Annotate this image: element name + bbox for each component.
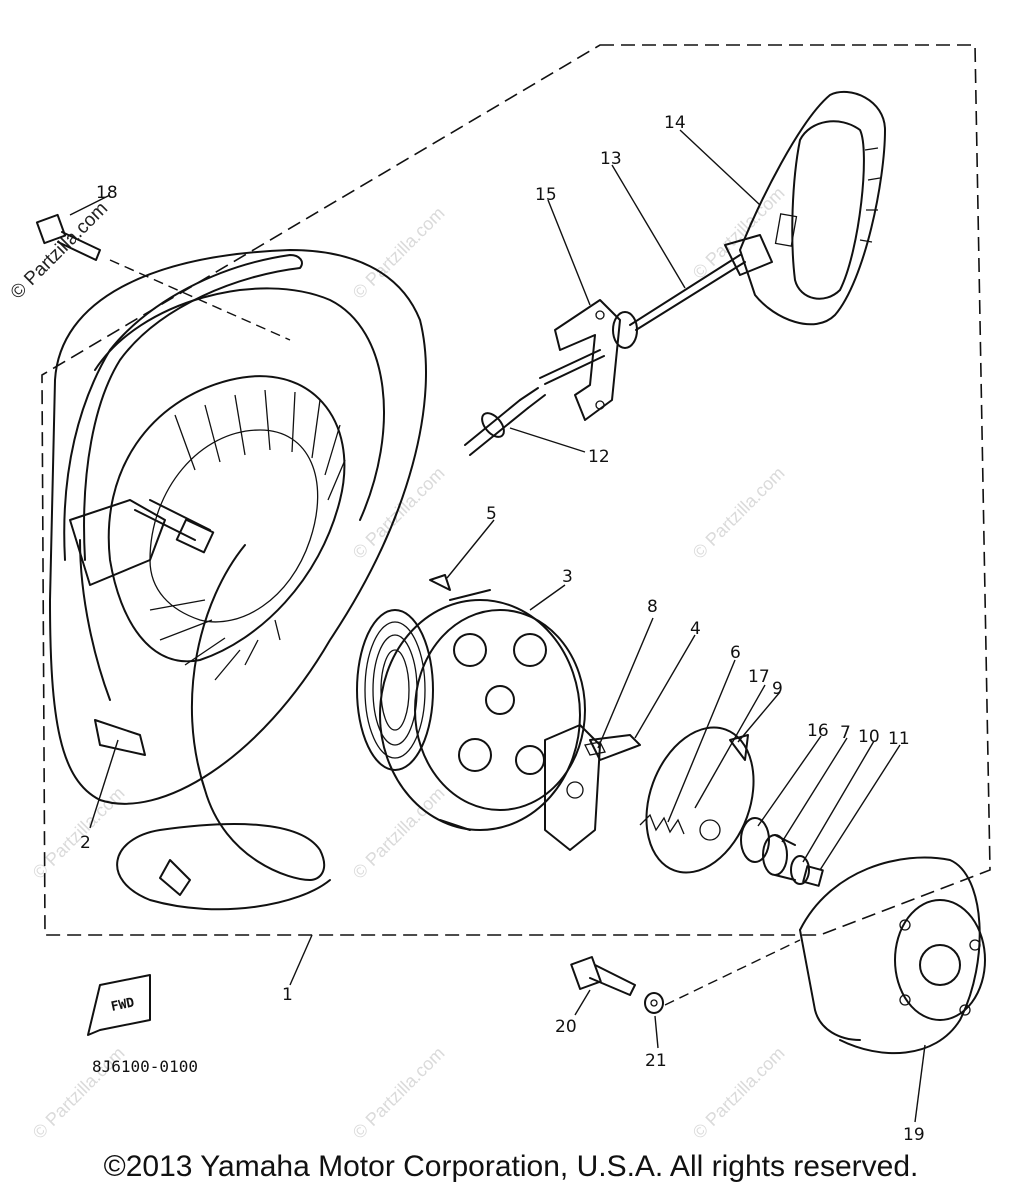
callout-labels: 1 2 3 4 5 6 7 8 9 10 11 12 13 14 15 16 1… (80, 113, 925, 1145)
watermark-main: © Partzilla.com (7, 198, 112, 303)
callout-label: 12 (588, 447, 610, 467)
washer-21 (644, 992, 664, 1014)
callout-label: 14 (664, 113, 686, 133)
fan-housing (49, 249, 427, 805)
watermark-tile: © Partzilla.com (689, 1043, 789, 1143)
spring-6 (639, 813, 685, 835)
callout-label: 3 (562, 567, 573, 587)
watermark-tile: © Partzilla.com (689, 183, 789, 283)
callout-label: 11 (888, 729, 910, 749)
pulley-3 (379, 589, 586, 831)
housing-top-rope (63, 254, 303, 561)
watermark-tiles: © Partzilla.com © Partzilla.com © Partzi… (29, 183, 789, 1143)
fwd-arrow-marker: FWD (87, 974, 151, 1036)
plate-9 (645, 726, 755, 874)
fwd-label: FWD (110, 995, 136, 1015)
bolt-20 (570, 956, 636, 996)
callout-label: 7 (840, 723, 851, 743)
callout-label: 20 (555, 1017, 577, 1037)
copyright-notice: ©2013 Yamaha Motor Corporation, U.S.A. A… (103, 1150, 919, 1183)
watermark-tile: © Partzilla.com (689, 463, 789, 563)
diagram-code: 8J6100-0100 (92, 1057, 198, 1076)
washer-10 (790, 855, 810, 885)
callout-label: 16 (807, 721, 829, 741)
callout-label: 8 (647, 597, 658, 617)
bolt-20-axis (664, 939, 801, 1006)
bracket-15 (539, 299, 638, 421)
pawl-4 (544, 724, 641, 851)
rope-end-clip (159, 859, 191, 896)
starter-rope (116, 544, 331, 911)
collar-7 (762, 834, 796, 881)
shaft-12 (464, 387, 546, 456)
leader-lines (69, 129, 926, 1123)
watermark-tile: © Partzilla.com (349, 783, 449, 883)
case-19 (799, 856, 986, 1055)
cable-13 (629, 254, 746, 331)
callout-label: 2 (80, 833, 91, 853)
callout-label: 19 (903, 1125, 925, 1145)
callout-label: 10 (858, 727, 880, 747)
assembly-boundary (41, 44, 991, 936)
callout-label: 18 (96, 183, 118, 203)
handle-14 (724, 90, 886, 326)
callout-label: 1 (282, 985, 293, 1005)
callout-label: 4 (690, 619, 701, 639)
callout-label: 13 (600, 149, 622, 169)
washer-16 (740, 817, 770, 863)
callout-label: 9 (772, 679, 783, 699)
spring-5 (356, 574, 451, 771)
callout-label: 15 (535, 185, 557, 205)
callout-label: 21 (645, 1051, 667, 1071)
callout-label: 6 (730, 643, 741, 663)
nut-11 (802, 865, 824, 887)
bolt-18 (35, 213, 291, 341)
watermark-tile: © Partzilla.com (349, 1043, 449, 1143)
callout-label: 17 (748, 667, 770, 687)
callout-label: 5 (486, 504, 497, 524)
